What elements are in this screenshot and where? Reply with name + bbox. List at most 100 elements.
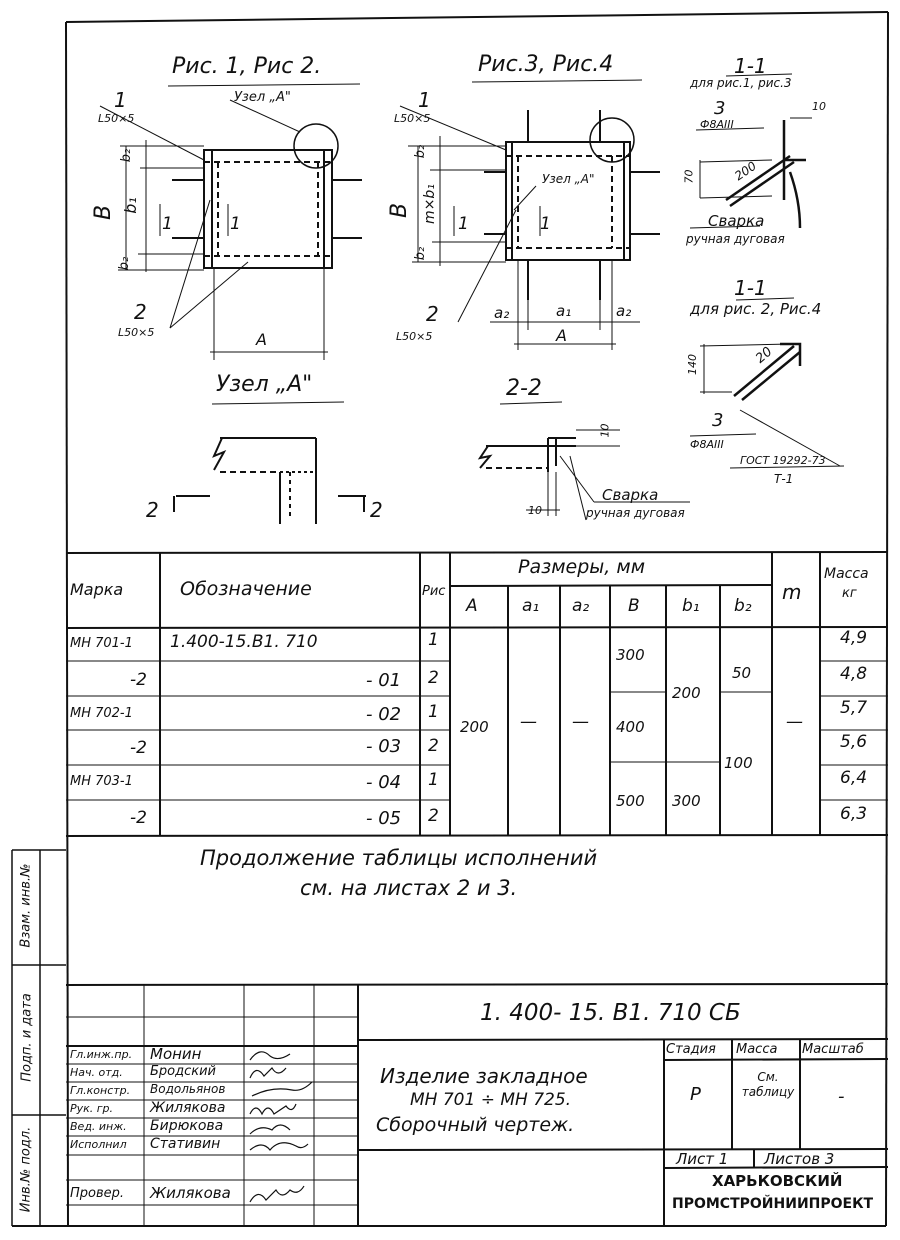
dim-a-label: A: [256, 330, 267, 349]
fig12-title: Рис. 1, Рис 2.: [172, 54, 322, 79]
title-line-1: Изделие закладное: [380, 1064, 588, 1088]
gost-label: ГОСТ 19292-73: [740, 454, 826, 467]
stadia-value: Р: [690, 1084, 701, 1105]
part-2-spec: L50×5: [118, 326, 155, 339]
node-a-title: Узел „A": [216, 372, 313, 397]
fig34-plate: [484, 110, 660, 300]
dim-b2-bot-label: b₂: [117, 256, 133, 271]
org-name-line-2: ПРОМСТРОЙНИИПРОЕКТ: [672, 1196, 874, 1212]
sec22-title: 2-2: [506, 376, 542, 401]
dim-b-label-2: B: [387, 202, 413, 219]
sheet-number: Лист 1: [676, 1150, 729, 1168]
cell-oboznachenie: - 01: [366, 670, 402, 691]
sec11a-title: 1-1: [734, 54, 767, 78]
note-line-1: Продолжение таблицы исполнений: [200, 846, 598, 870]
side-vzam-inv: Взам. инв.№: [18, 863, 34, 948]
massa-value: См. таблицу: [741, 1070, 795, 1099]
col-header-a: A: [466, 596, 478, 616]
section-mark-1b: 1: [230, 214, 241, 234]
col-header-b1: b₁: [682, 596, 700, 616]
weld-sub-b: ручная дуговая: [586, 506, 685, 520]
fig34-dims: [399, 79, 643, 405]
dim-a1-label: a₁: [556, 302, 572, 320]
col-header-mass: Масса: [824, 566, 869, 582]
staff-name: Бирюкова: [150, 1118, 224, 1134]
node-a-callout-1: Узел „A": [234, 90, 291, 105]
sec11a-part: 3: [714, 98, 726, 119]
signatures: [249, 1051, 313, 1203]
cell-marka: МН 703-1: [70, 774, 133, 789]
sheet-frame: [12, 11, 889, 1227]
sec11b-subtitle: для рис. 2, Рис.4: [690, 300, 822, 318]
cell-a2-value: —: [572, 712, 589, 732]
cell-b-value-2: 400: [616, 718, 645, 736]
sec11b-title: 1-1: [734, 276, 767, 300]
masshtab-value: -: [838, 1086, 845, 1107]
part-2b-label: 2: [426, 302, 439, 326]
staff-name: Водольянов: [150, 1082, 226, 1096]
dim-b2-top-label: b₂: [119, 148, 135, 163]
cell-b1-value-2: 300: [672, 792, 701, 810]
side-podp-data: Подп. и дата: [19, 993, 35, 1082]
sec11a-lines: [689, 73, 812, 229]
cell-ris: 2: [428, 668, 439, 688]
part-1-spec: L50×5: [98, 112, 135, 125]
cell-ris: 2: [428, 736, 439, 756]
side-strip: [11, 849, 66, 1226]
section-mark-1a: 1: [162, 214, 173, 234]
staff-name: Стативин: [150, 1136, 221, 1152]
sec22-dim-10a: 10: [598, 423, 612, 438]
cell-b2-value-2: 100: [724, 754, 753, 772]
section-mark-2-right: 2: [370, 498, 383, 522]
cell-ris: 1: [428, 770, 439, 790]
cell-m-value: —: [786, 712, 803, 732]
cell-oboznachenie: - 03: [366, 736, 402, 757]
col-header-marka: Марка: [70, 580, 124, 599]
sec11a-subtitle: для рис.1, рис.3: [690, 76, 792, 90]
node-a-lines: [173, 437, 366, 524]
massa-header: Масса: [736, 1042, 778, 1057]
col-header-mass-unit: кг: [842, 586, 857, 601]
cell-ris: 1: [428, 702, 439, 722]
dim-b2-top-label-2: b₂: [413, 144, 429, 159]
sec11b-lines: [689, 297, 845, 469]
cell-mass: 6,4: [840, 768, 868, 788]
part-1-label: 1: [114, 88, 127, 112]
staff-role: Нач. отд.: [70, 1066, 123, 1079]
staff-role: Исполнил: [70, 1138, 127, 1151]
cell-mass: 4,8: [840, 664, 868, 684]
sec11b-rebar: Ф8АIII: [690, 438, 724, 451]
cell-mass: 4,9: [840, 628, 868, 648]
cell-marka: -2: [130, 808, 147, 828]
cell-oboznachenie: - 04: [366, 772, 402, 793]
side-inv-podl: Инв.№ подл.: [18, 1126, 34, 1213]
sec11a-rebar: Ф8АIII: [700, 118, 734, 131]
staff-name: Бродский: [150, 1064, 217, 1079]
col-header-a2: a₂: [572, 596, 590, 616]
cell-b-value-1: 300: [616, 646, 645, 664]
dim-a-label-2: A: [556, 326, 567, 345]
part-2b-spec: L50×5: [396, 330, 433, 343]
cell-ris: 2: [428, 806, 439, 826]
staff-role: Гл.констр.: [70, 1084, 131, 1097]
cell-mass: 5,7: [840, 698, 868, 718]
dim-a2-right-label: a₂: [616, 302, 632, 320]
section-mark-2-left: 2: [146, 498, 159, 522]
sec22-dim-10b: 10: [528, 504, 542, 517]
col-header-a1: a₁: [522, 596, 540, 616]
col-header-sizes: Размеры, мм: [518, 556, 646, 578]
org-name-line-1: ХАРЬКОВСКИЙ: [712, 1172, 843, 1190]
section-mark-1d: 1: [540, 214, 551, 234]
dim-a2-left-label: a₂: [494, 304, 510, 322]
stadia-header: Стадия: [666, 1042, 716, 1057]
part-1b-spec: L50×5: [394, 112, 431, 125]
weld-label-a: Сварка: [708, 212, 765, 230]
cell-a1-value: —: [520, 712, 537, 732]
dim-b-label: B: [91, 204, 117, 221]
staff-role: Рук. гр.: [70, 1102, 114, 1115]
dim-b1-label: b₁: [120, 197, 140, 214]
col-header-b2: b₂: [734, 596, 752, 616]
cell-marka: -2: [130, 738, 147, 758]
titleblock-grid: [65, 983, 889, 1226]
